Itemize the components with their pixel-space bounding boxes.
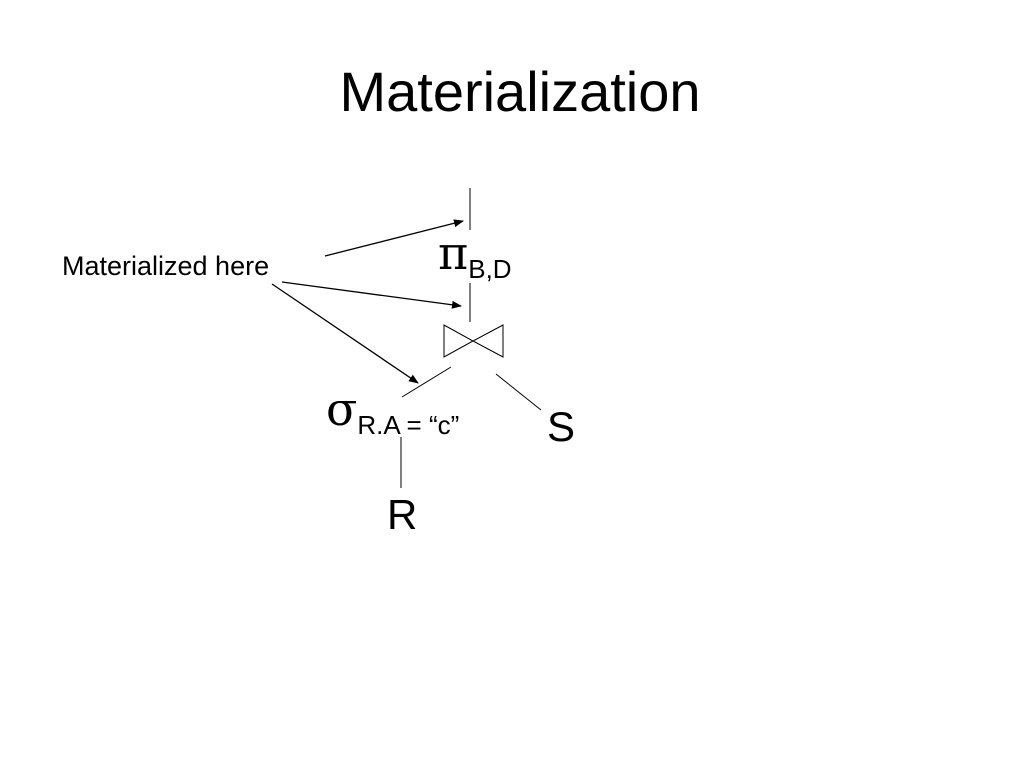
selection-operator: σR.A = “c” (326, 386, 459, 438)
callout-arrow-join (281, 281, 462, 309)
slide-title: Materialization (339, 60, 701, 123)
selection-subscript: R.A = “c” (357, 410, 460, 441)
pi-symbol: π (438, 226, 469, 280)
join-s-edge (495, 373, 542, 411)
join-selection-edge (401, 366, 452, 398)
callout-arrow-projection (324, 219, 464, 257)
projection-subscript: B,D (468, 254, 512, 285)
relation-s: S (547, 403, 576, 450)
sigma-symbol: σ (326, 382, 358, 436)
callout-arrow-selection (271, 283, 419, 384)
projection-operator: πB,D (438, 230, 512, 282)
materialized-here-label: Materialized here (62, 251, 270, 281)
bowtie-join-icon (443, 324, 504, 358)
relation-r: R (387, 491, 418, 538)
